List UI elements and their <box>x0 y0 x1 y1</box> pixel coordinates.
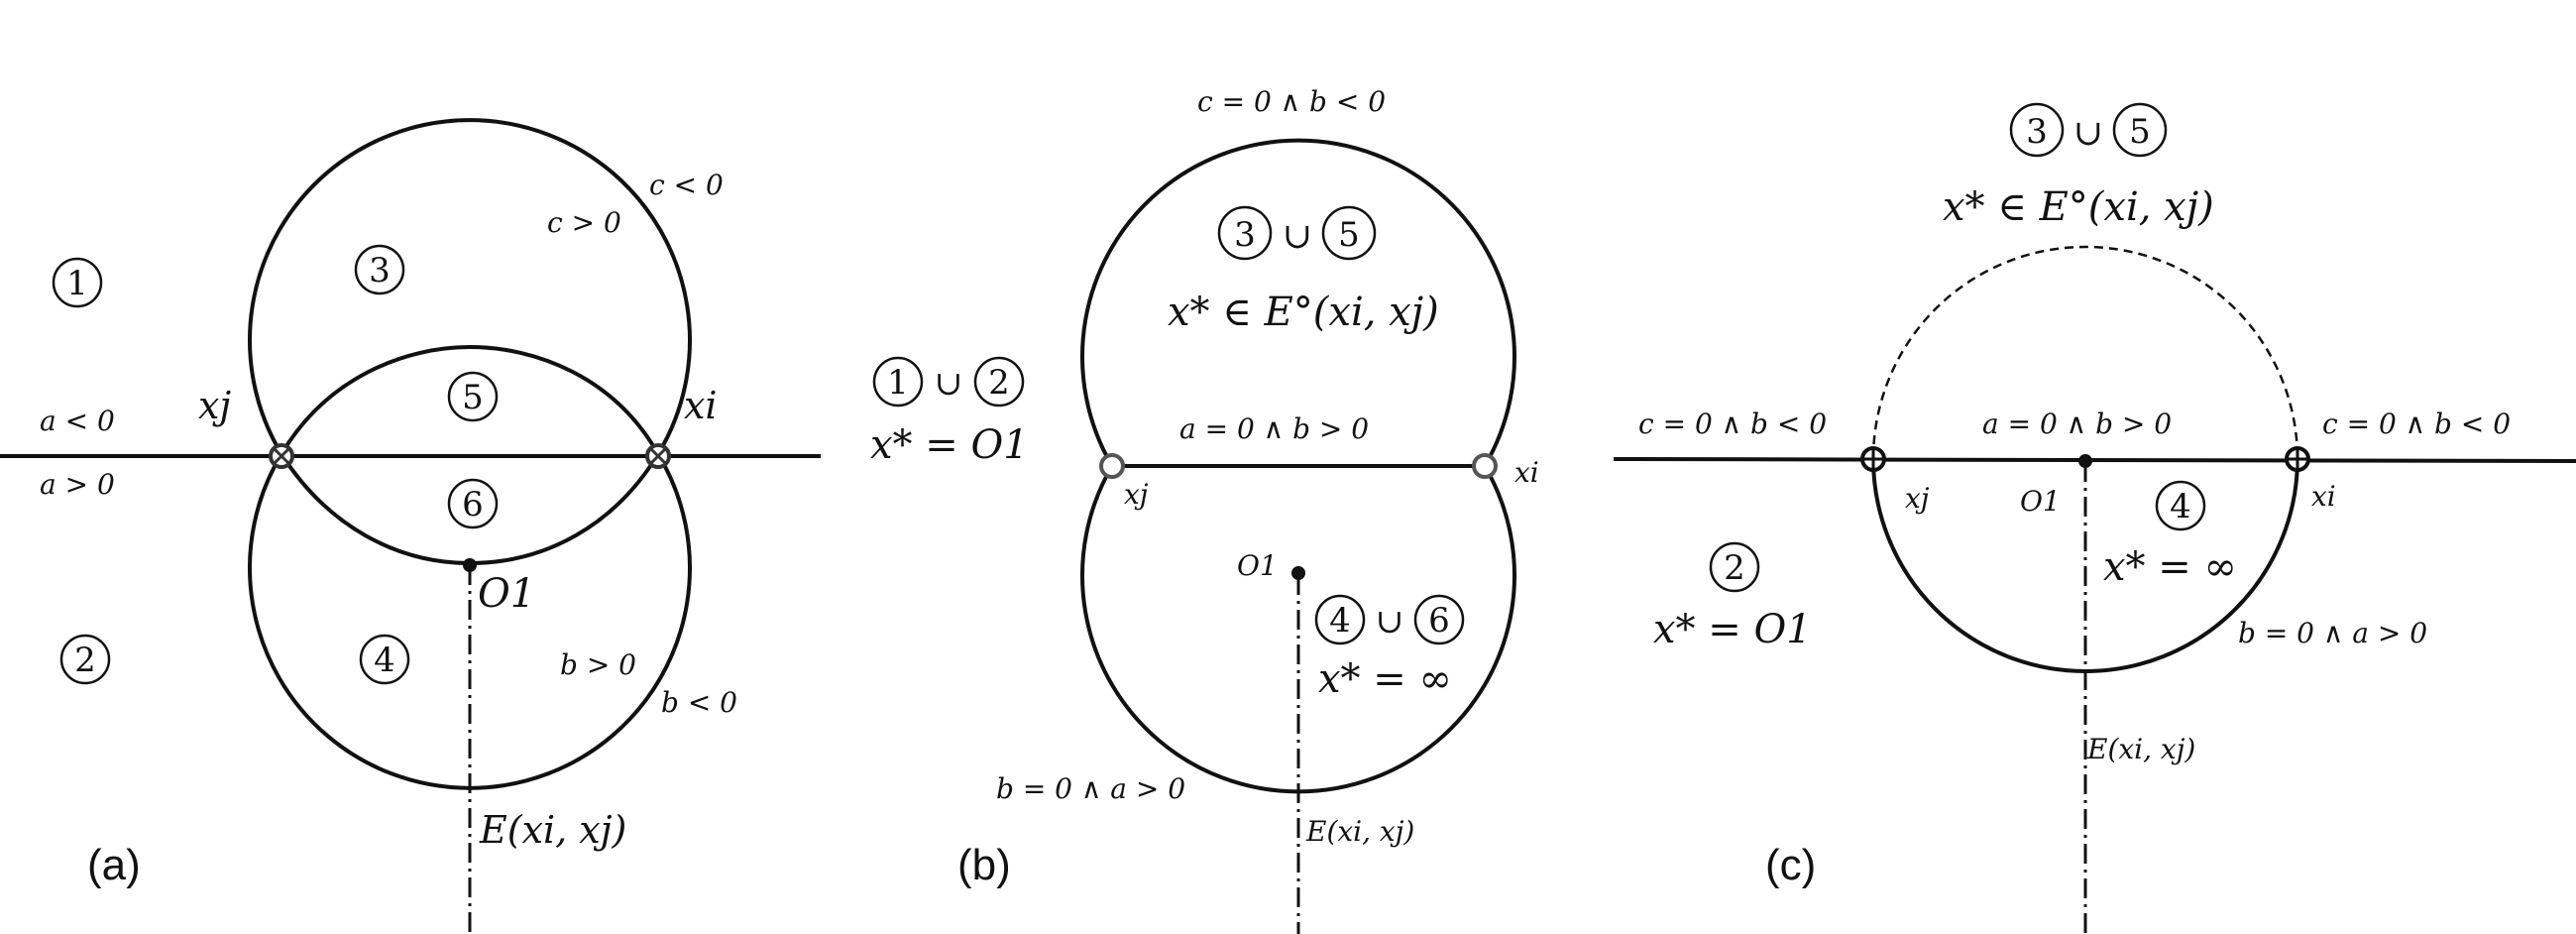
svg-text:3: 3 <box>369 251 391 291</box>
panel-a: 1 2 3 4 5 6 c < 0 c > 0 a < 0 a > 0 b > … <box>0 118 821 934</box>
panel-a-label-o1: O1 <box>478 571 535 617</box>
panel-c-interior-eq: x* ∈ E°(xi, xj) <box>1943 184 2214 230</box>
panel-c-region-3: 3 <box>2009 102 2065 158</box>
panel-a-label-c-gt: c > 0 <box>547 206 621 239</box>
panel-b-region-1: 1 <box>872 356 924 408</box>
panel-b-label: (b) <box>957 841 1011 889</box>
panel-c-xi-marker <box>2285 446 2310 472</box>
panel-a-region-1: 1 <box>52 257 103 308</box>
panel-a-label: (a) <box>87 841 141 889</box>
panel-b-label-top: c = 0 ∧ b < 0 <box>1197 85 1386 118</box>
panel-c-label-bottom: b = 0 ∧ a > 0 <box>2238 617 2427 649</box>
panel-b-interior-eq: x* ∈ E°(xi, xj) <box>1168 290 1439 335</box>
panel-a-upper-circle <box>248 118 692 456</box>
panel-b-o1-point <box>1291 566 1305 580</box>
panel-a-label-e: E(xi, xj) <box>479 808 626 852</box>
panel-b-label-o1: O1 <box>1237 549 1278 582</box>
panel-b: 3 ∪ 5 x* ∈ E°(xi, xj) 1 ∪ 2 x* = O1 4 ∪ … <box>870 85 1539 934</box>
svg-text:5: 5 <box>1338 215 1360 255</box>
svg-text:6: 6 <box>462 485 484 525</box>
panel-c-origin-eq: x* = O1 <box>1653 607 1812 652</box>
panel-a-xj-marker <box>269 443 294 469</box>
panel-c-label-o1: O1 <box>2020 485 2061 518</box>
panel-a-label-xi: xi <box>684 384 718 427</box>
panel-b-label-xi: xi <box>1514 456 1539 489</box>
panel-c-region-2: 2 <box>1709 541 1760 593</box>
panel-a-label-xj: xj <box>198 384 231 427</box>
svg-text:2: 2 <box>1724 548 1745 588</box>
svg-text:4: 4 <box>2170 487 2191 526</box>
panel-b-label-xj: xj <box>1124 478 1149 511</box>
panel-c-label-xj: xj <box>1905 482 1930 515</box>
svg-text:5: 5 <box>2129 112 2151 152</box>
panel-c-label-left: c = 0 ∧ b < 0 <box>1638 408 1827 440</box>
panel-b-union-35: ∪ <box>1283 216 1312 257</box>
panel-b-region-2: 2 <box>973 356 1025 408</box>
panel-b-union-46: ∪ <box>1376 602 1404 642</box>
svg-text:4: 4 <box>1329 601 1351 641</box>
svg-text:1: 1 <box>887 363 909 403</box>
panel-a-label-b-gt: b > 0 <box>560 648 636 681</box>
panel-a-region-6: 6 <box>447 478 499 529</box>
panel-c-union-35: ∪ <box>2073 113 2103 154</box>
panel-a-label-b-lt: b < 0 <box>661 686 737 719</box>
panel-c-region-4: 4 <box>2155 480 2206 531</box>
panel-a-label-a-lt: a < 0 <box>40 405 115 437</box>
panel-b-region-6: 6 <box>1413 594 1465 645</box>
panel-a-label-a-gt: a > 0 <box>40 468 115 501</box>
panel-b-label-mid: a = 0 ∧ b > 0 <box>1179 412 1369 445</box>
panel-b-label-bottom: b = 0 ∧ a > 0 <box>996 772 1185 805</box>
panel-b-region-5: 5 <box>1321 205 1377 261</box>
panel-c: 3 ∪ 5 x* ∈ E°(xi, xj) 2 x* = O1 4 x* = ∞… <box>1613 102 2576 934</box>
panel-c-o1-point <box>2078 454 2092 468</box>
panel-b-inf-eq: x* = ∞ <box>1318 656 1452 702</box>
panel-a-region-3: 3 <box>354 244 405 295</box>
panel-c-label-right: c = 0 ∧ b < 0 <box>2322 408 2511 440</box>
panel-a-region-2: 2 <box>59 634 111 685</box>
panel-c-region-5: 5 <box>2112 102 2168 158</box>
svg-text:3: 3 <box>1234 215 1256 255</box>
panel-b-xi-marker <box>1472 453 1498 479</box>
panel-c-label-e: E(xi, xj) <box>2086 733 2195 765</box>
panel-b-upper-circle <box>1080 138 1516 468</box>
panel-b-origin-eq: x* = O1 <box>870 422 1029 468</box>
svg-text:2: 2 <box>988 363 1010 403</box>
panel-c-inf-eq: x* = ∞ <box>2103 544 2237 590</box>
svg-text:2: 2 <box>74 641 96 680</box>
panel-c-axis-line <box>1613 457 2576 463</box>
panel-b-label-e: E(xi, xj) <box>1305 815 1414 848</box>
panel-c-dashed-arc <box>1871 245 2299 460</box>
panel-c-label: (c) <box>1765 841 1816 889</box>
panel-a-xi-marker <box>645 443 671 469</box>
svg-text:5: 5 <box>462 378 484 417</box>
svg-text:1: 1 <box>66 264 88 303</box>
panel-b-union-12: ∪ <box>935 364 963 404</box>
svg-text:3: 3 <box>2026 112 2048 152</box>
panel-b-xj-marker <box>1099 453 1125 479</box>
panel-c-label-xi: xi <box>2311 480 2336 513</box>
panel-b-region-4: 4 <box>1314 594 1366 645</box>
panel-a-label-c-lt: c < 0 <box>649 169 724 201</box>
panel-b-region-3: 3 <box>1217 205 1273 261</box>
svg-text:6: 6 <box>1428 601 1450 641</box>
panel-a-o1-point <box>463 558 477 572</box>
panel-a-inner-upper-arc <box>280 344 660 456</box>
panel-a-region-4: 4 <box>359 634 410 685</box>
panel-a-region-5: 5 <box>447 371 499 422</box>
panel-c-label-mid: a = 0 ∧ b > 0 <box>1982 408 2172 440</box>
svg-text:4: 4 <box>374 641 395 680</box>
panel-c-xj-marker <box>1860 446 1886 472</box>
